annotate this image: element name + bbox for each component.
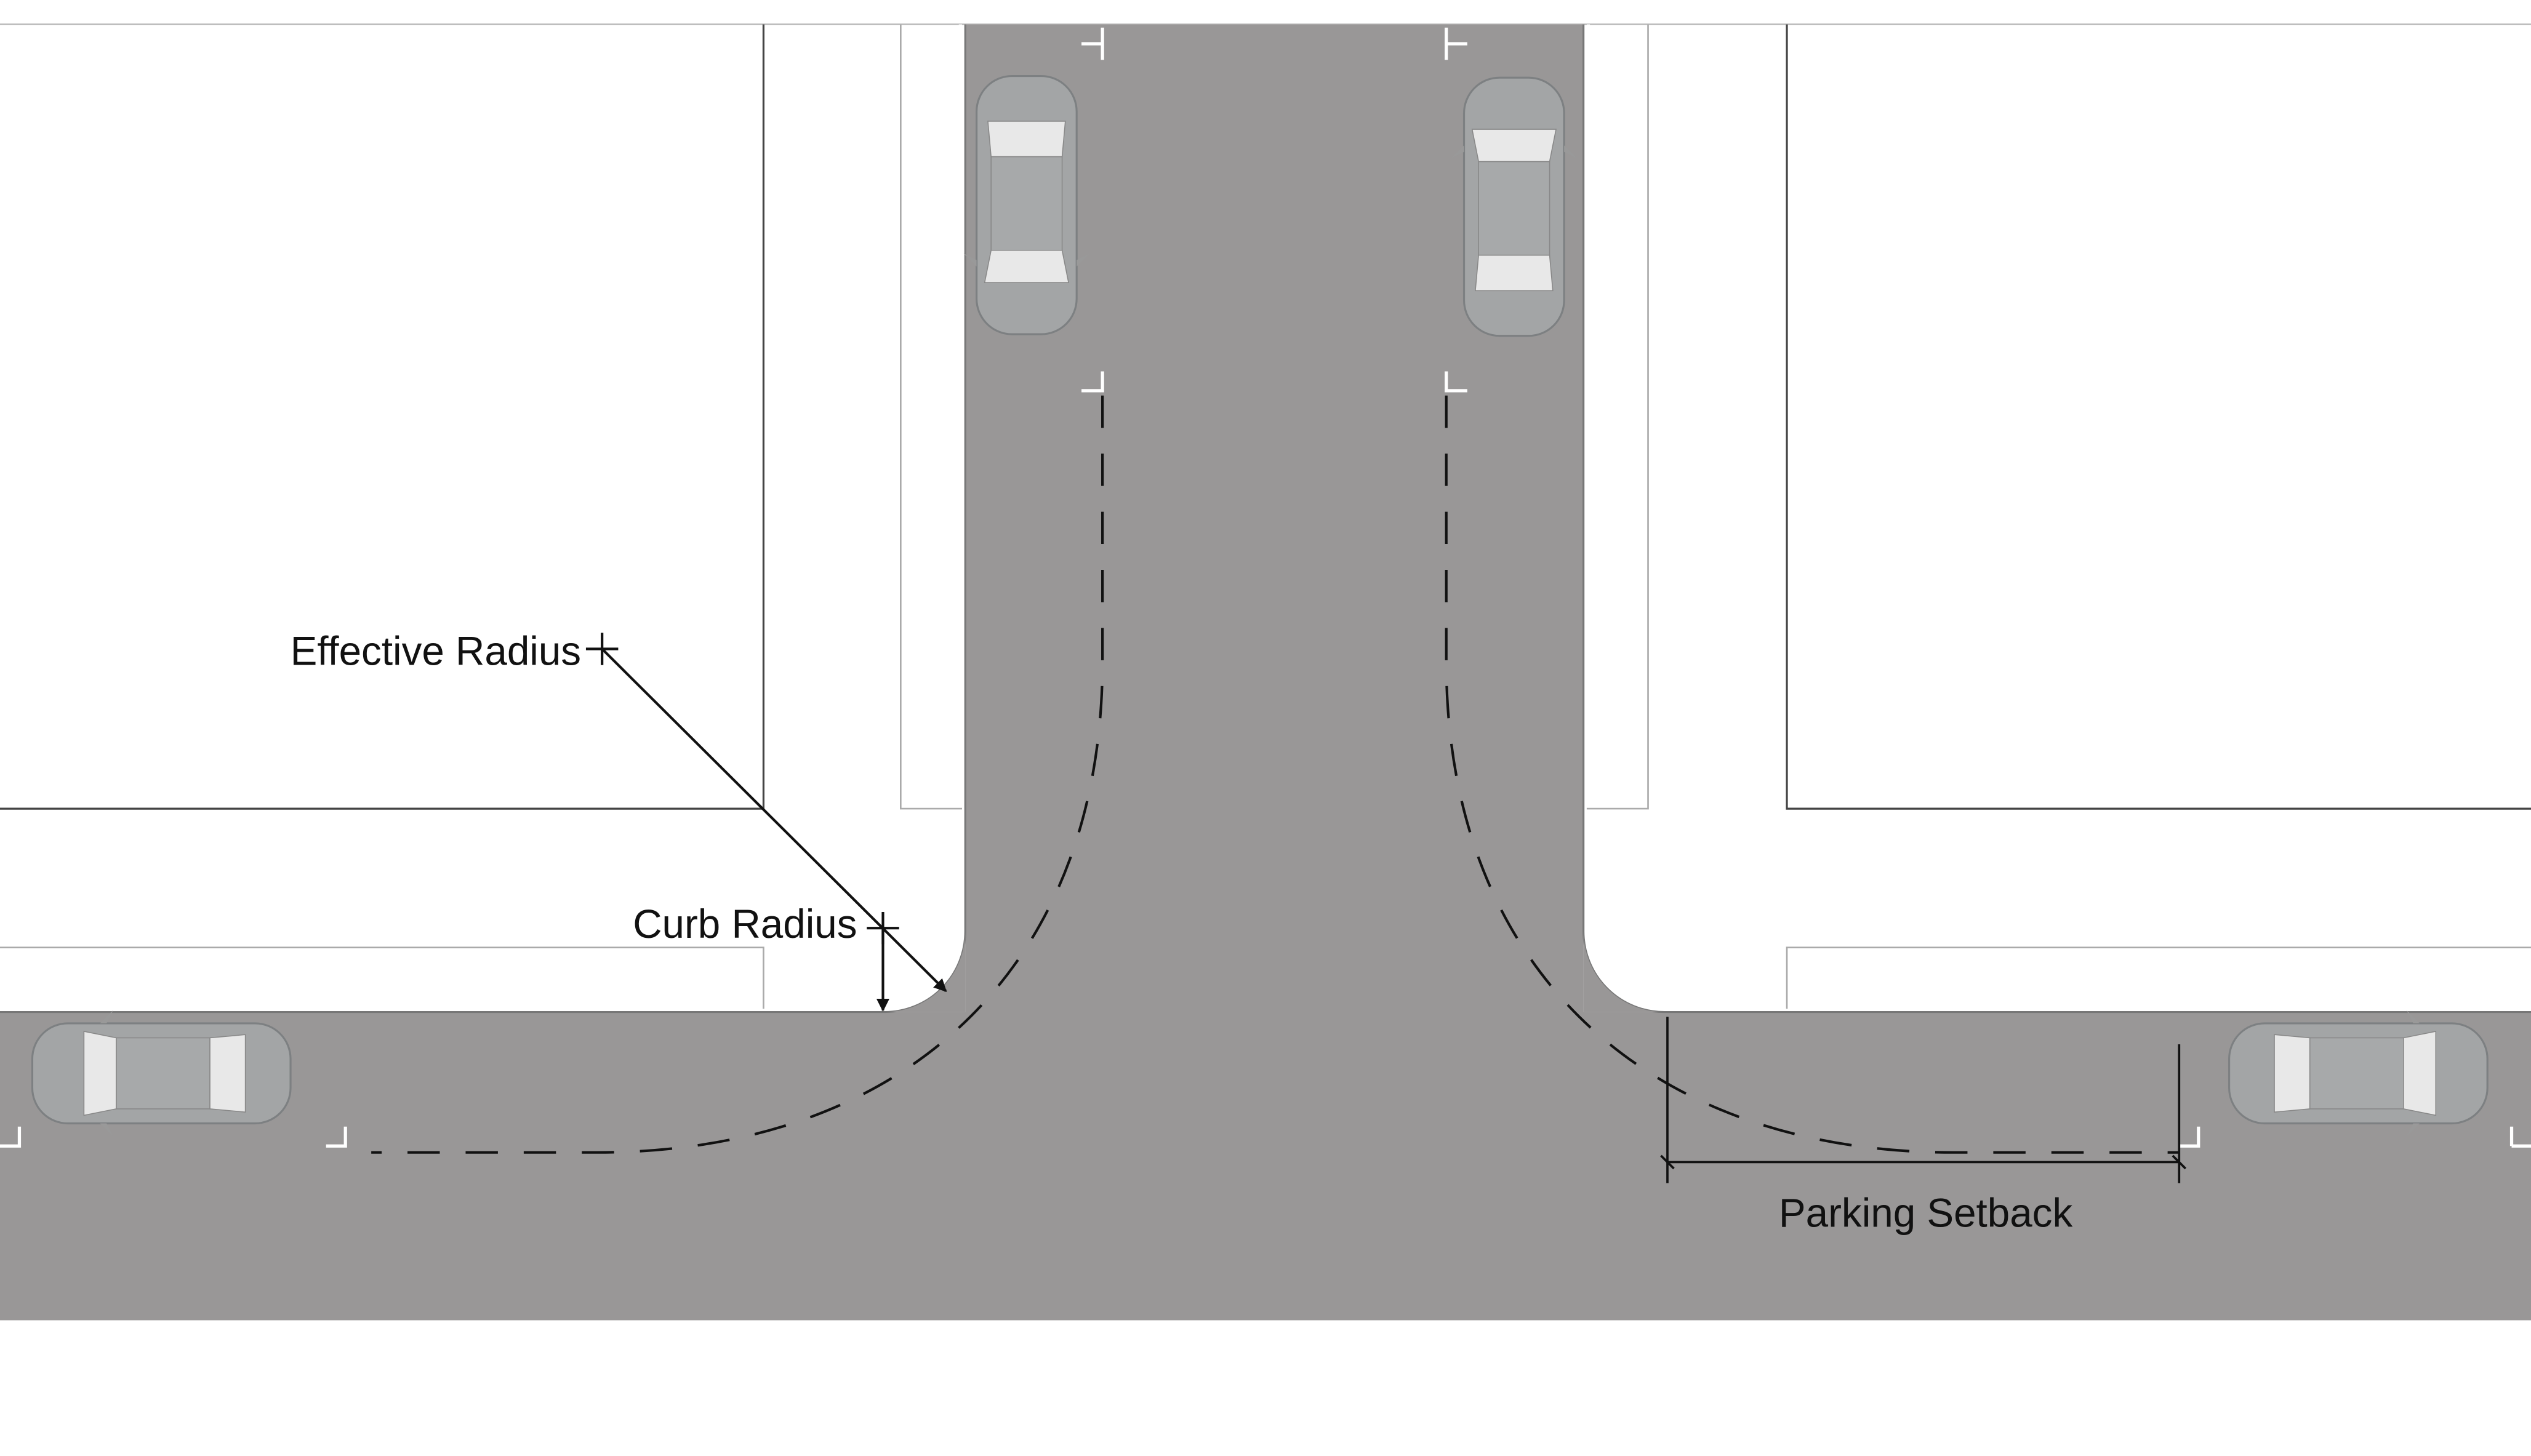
right-effective-path: [1445, 395, 2180, 1154]
effective-radius-label: Effective Radius: [291, 629, 581, 674]
right-curb-line: [1582, 24, 2531, 1014]
left-sidewalk-lines: [0, 24, 962, 1009]
effective-radius-annotation: Effective Radius: [291, 629, 947, 992]
parked-car-top-left: [963, 74, 1091, 335]
curb-radius-annotation: Curb Radius: [633, 902, 899, 1012]
parked-car-bottom-right: [2228, 1009, 2489, 1138]
left-block: [0, 24, 764, 810]
curb-radius-label: Curb Radius: [633, 902, 857, 946]
parking-setback-dimension: Parking Setback: [1660, 1017, 2187, 1235]
left-effective-path: [371, 395, 1104, 1154]
parking-setback-label: Parking Setback: [1779, 1190, 2073, 1235]
parked-car-top-right: [1450, 76, 1578, 337]
parked-car-bottom-left: [31, 1009, 292, 1138]
right-sidewalk-lines: [1586, 24, 2531, 1009]
right-block: [1786, 24, 2531, 810]
parking-space-marks: [0, 27, 2531, 1148]
horizontal-road: [0, 1012, 2531, 1321]
left-curb-line: [0, 24, 966, 1014]
